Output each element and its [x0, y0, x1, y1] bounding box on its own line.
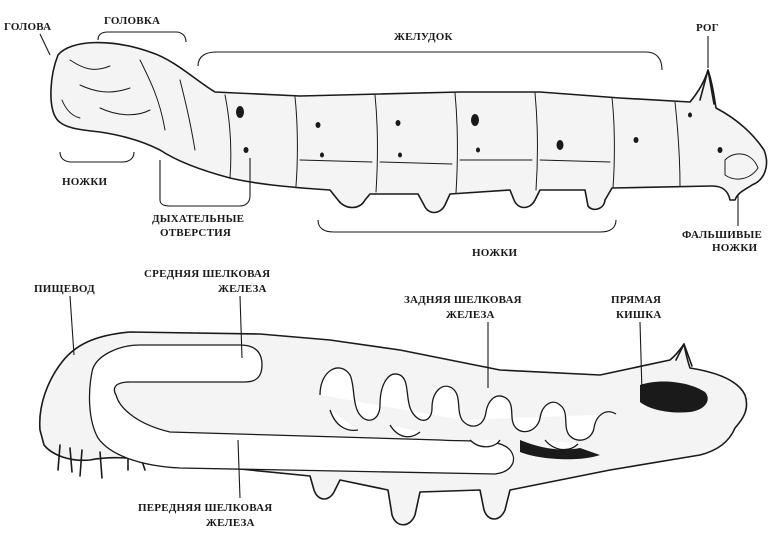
label-stomach: ЖЕЛУДОК — [394, 31, 453, 43]
caterpillar-body — [51, 43, 767, 213]
spiracle-spot — [718, 147, 723, 153]
bracket-legs-rear — [318, 220, 616, 232]
label-rectum-2: КИШКА — [616, 309, 662, 321]
label-spiracles-1: ДЫХАТЕЛЬНЫЕ — [152, 213, 244, 225]
label-rectum-1: ПРЯМАЯ — [611, 294, 661, 306]
leader-head — [40, 34, 50, 55]
bracket-legs-front — [60, 152, 134, 162]
bracket-head-small — [98, 32, 186, 42]
spiracle-spot — [316, 122, 321, 128]
spiracle-spot — [244, 147, 249, 153]
spiracle-spot — [557, 140, 564, 150]
label-rear-gland-2: ЖЕЛЕЗА — [446, 309, 495, 321]
caterpillar-internal-view: ПИЩЕВОД СРЕДНЯЯ ШЕЛКОВАЯ ЖЕЛЕЗА ЗАДНЯЯ Ш… — [34, 268, 747, 529]
label-front-gland-2: ЖЕЛЕЗА — [206, 517, 255, 529]
label-legs-rear: НОЖКИ — [472, 247, 517, 259]
label-prolegs-1: ФАЛЬШИВЫЕ — [682, 229, 762, 241]
spiracle-spot — [476, 148, 480, 153]
label-esophagus: ПИЩЕВОД — [34, 283, 95, 295]
bracket-stomach — [198, 52, 662, 70]
label-middle-gland-1: СРЕДНЯЯ ШЕЛКОВАЯ — [144, 268, 270, 280]
spiracle-spot — [236, 106, 244, 118]
spiracle-spot — [396, 120, 401, 126]
label-horn: РОГ — [696, 22, 719, 34]
label-legs-front: НОЖКИ — [62, 176, 107, 188]
spiracle-spot — [320, 153, 324, 158]
spiracle-spot — [398, 153, 402, 158]
label-front-gland-1: ПЕРЕДНЯЯ ШЕЛКОВАЯ — [138, 502, 272, 514]
caterpillar-external-view: ГОЛОВА ГОЛОВКА ЖЕЛУДОК РОГ НОЖКИ ДЫХАТЕЛ… — [4, 15, 767, 259]
label-rear-gland-1: ЗАДНЯЯ ШЕЛКОВАЯ — [404, 294, 522, 306]
label-head: ГОЛОВА — [4, 21, 51, 33]
label-spiracles-2: ОТВЕРСТИЯ — [160, 227, 231, 239]
label-middle-gland-2: ЖЕЛЕЗА — [218, 283, 267, 295]
label-prolegs-2: НОЖКИ — [712, 242, 757, 254]
label-head-small: ГОЛОВКА — [104, 15, 160, 27]
spiracle-spot — [471, 114, 479, 126]
spiracle-spot — [634, 137, 639, 143]
leader-esophagus — [70, 296, 74, 355]
spiracle-spot — [688, 113, 692, 118]
